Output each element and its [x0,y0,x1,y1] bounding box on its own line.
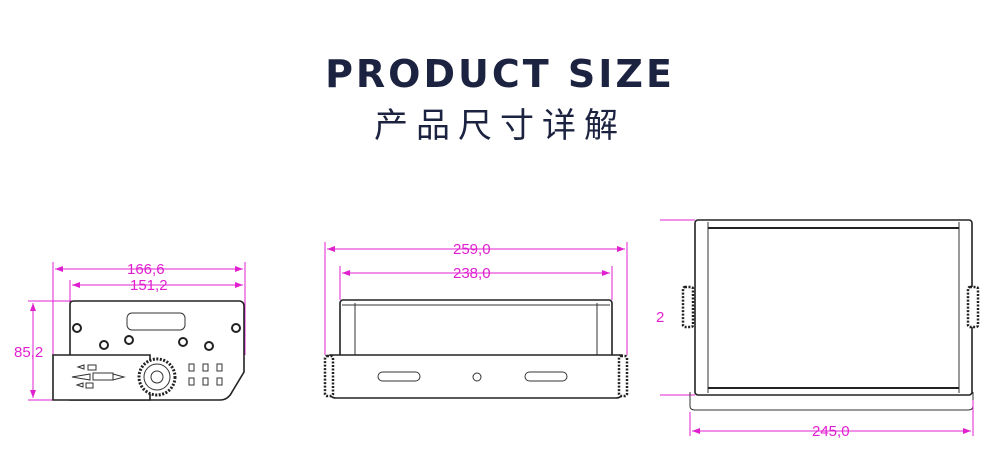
title-english: PRODUCT SIZE [325,52,675,96]
dim-width-outer: 166,6 [127,261,165,278]
top-view: 245,0 2 [656,219,980,440]
title-chinese: 产品尺寸详解 [374,106,626,146]
dim-width-inner: 151,2 [130,277,168,294]
dim-height: 85,2 [14,344,43,361]
dim-partial-label: 2 [656,309,664,326]
front-view: 166,6 151,2 85,2 [14,261,246,401]
dim-width: 245,0 [812,423,850,440]
dim-length-inner: 238,0 [453,265,491,282]
dim-length-outer: 259,0 [453,241,491,258]
side-view: 259,0 238,0 [323,241,629,399]
